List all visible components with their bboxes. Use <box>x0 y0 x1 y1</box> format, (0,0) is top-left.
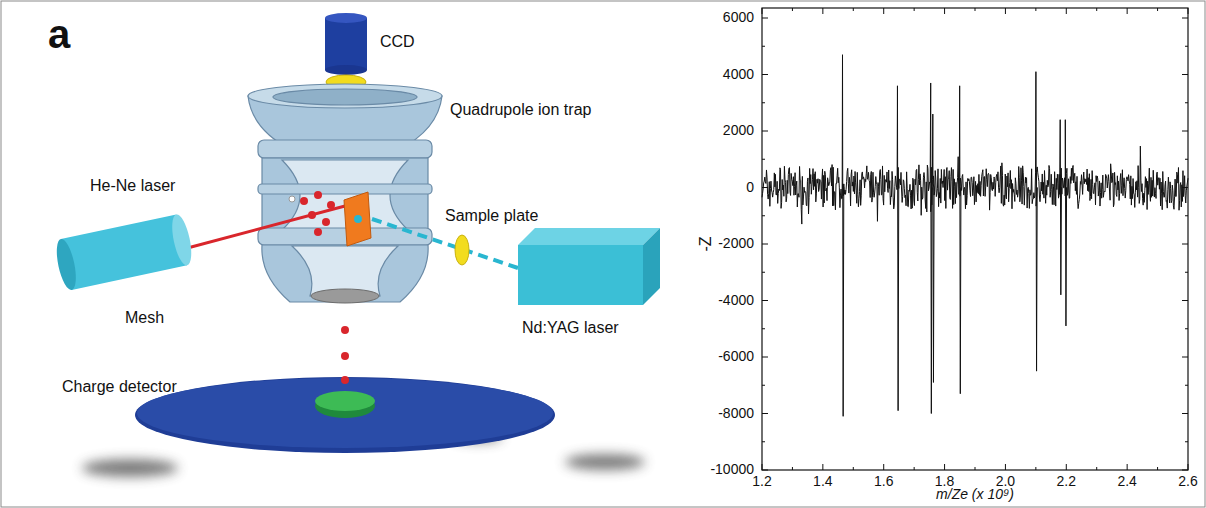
ion-dot <box>341 326 349 384</box>
quadrupole-ion-trap <box>248 84 442 302</box>
nd-yag-laser <box>518 228 660 305</box>
laser-spot <box>354 215 362 223</box>
tick-label: 2.2 <box>1057 474 1076 489</box>
charge-detector <box>135 377 555 453</box>
tick-label: -10000 <box>710 462 754 477</box>
ccd-camera <box>325 13 367 75</box>
tick-label: 1.4 <box>813 474 832 489</box>
plot-frame <box>762 8 1188 470</box>
part-label: Nd:YAG laser <box>522 319 619 337</box>
tick-label: 6000 <box>723 10 754 25</box>
tick-label: 4000 <box>723 67 754 82</box>
part-label: Charge detector <box>62 378 177 396</box>
part-label: CCD <box>380 33 415 51</box>
laser-beam <box>372 219 518 268</box>
tick-label: 1.2 <box>752 474 771 489</box>
part-label: Quadrupole ion trap <box>450 101 591 119</box>
tick-label: -2000 <box>718 236 754 251</box>
tick-label: -6000 <box>718 349 754 364</box>
sample-plate <box>344 192 371 246</box>
laser-beam <box>180 206 345 250</box>
tick-label: 1.6 <box>874 474 893 489</box>
lens <box>455 235 469 265</box>
part-label: Sample plate <box>445 207 538 225</box>
trapped-particle <box>289 191 335 236</box>
mesh <box>311 289 379 303</box>
tick-label: 0 <box>746 180 754 195</box>
axis-title: m/Ze (x 10⁹) <box>936 487 1014 502</box>
tick-label: -8000 <box>718 406 754 421</box>
axis-title: -Z <box>697 236 715 251</box>
part-label: Mesh <box>125 309 164 327</box>
panel-letter: a <box>48 12 70 56</box>
axis-tick <box>762 8 1188 470</box>
tick-label: -4000 <box>718 293 754 308</box>
part-label: He-Ne laser <box>90 177 175 195</box>
tick-label: 2000 <box>723 123 754 138</box>
tick-label: 2.6 <box>1178 474 1197 489</box>
tick-label: 2.4 <box>1117 474 1136 489</box>
spectrum-trace <box>762 55 1188 417</box>
he-ne-laser <box>53 213 195 292</box>
